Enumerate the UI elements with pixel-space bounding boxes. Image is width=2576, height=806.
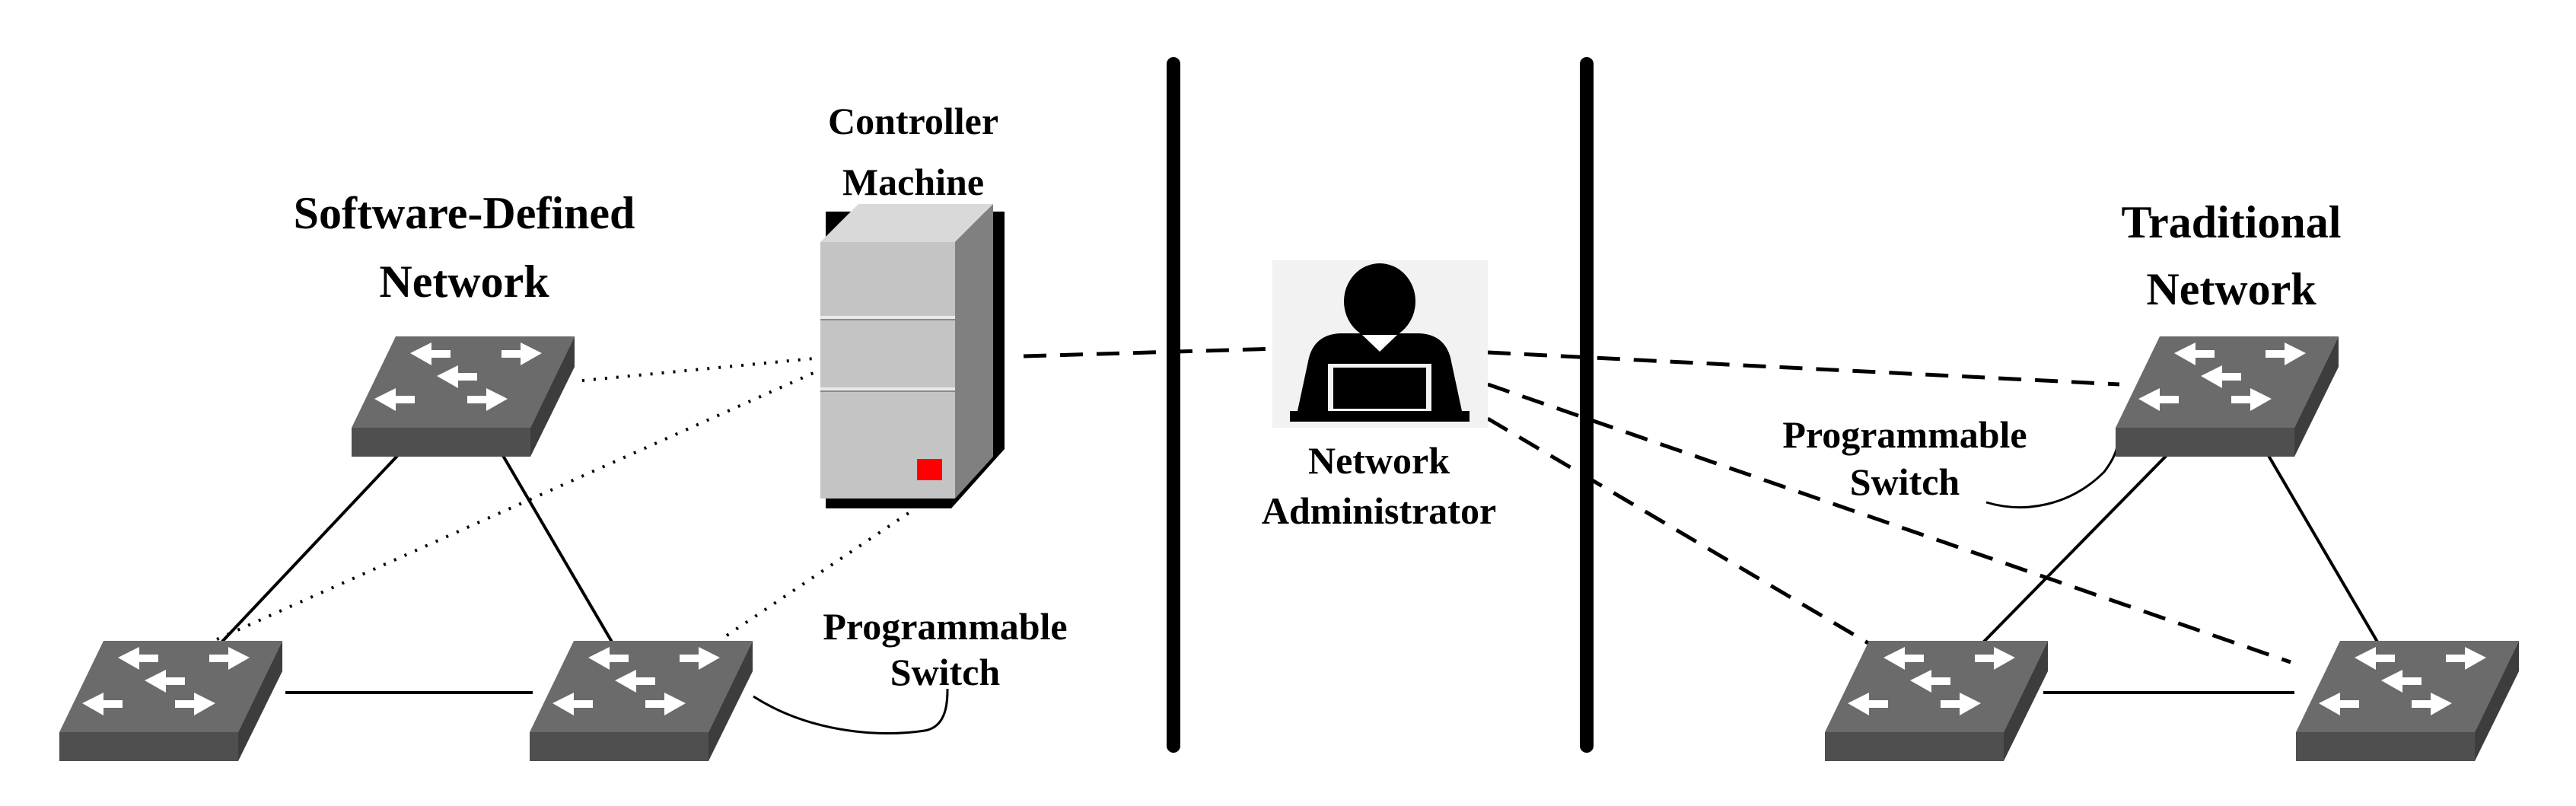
traditional-switch-left <box>1825 641 2048 761</box>
server-tower-icon <box>820 204 1005 508</box>
network-switch-icon <box>352 336 575 457</box>
traditional-title-line2: Network <box>2146 264 2316 314</box>
sdn-switch-top <box>352 336 575 457</box>
sdn-data-links <box>219 440 614 694</box>
sdn-title-line2: Network <box>379 256 549 307</box>
network-switch-icon <box>530 641 753 761</box>
network-switch-icon <box>1825 641 2048 761</box>
sdn-switch-callout <box>753 688 949 735</box>
administrator-icon <box>1272 260 1488 428</box>
network-switch-icon <box>59 641 282 761</box>
traditional-switch-label-line2: Switch <box>1850 460 1960 503</box>
sdn-switch-label-line2: Switch <box>890 651 1001 693</box>
sdn-switch-label-line1: Programmable <box>823 605 1067 648</box>
admin-label-line1: Network <box>1308 439 1450 482</box>
traditional-switch-top <box>2116 336 2339 457</box>
sdn-control-links <box>216 356 915 641</box>
sdn-switch-right <box>530 641 753 761</box>
controller-label-line2: Machine <box>842 161 984 203</box>
admin-label-line2: Administrator <box>1262 489 1496 532</box>
admin-management-links <box>1023 346 2291 664</box>
sdn-title-line1: Software-Defined <box>294 188 635 238</box>
traditional-title-line1: Traditional <box>2122 197 2342 247</box>
sdn-switch-left <box>59 641 282 761</box>
network-switch-icon <box>2296 641 2519 761</box>
network-switch-icon <box>2116 336 2339 457</box>
controller-label-line1: Controller <box>828 100 998 142</box>
traditional-switch-label-line1: Programmable <box>1782 413 2027 456</box>
traditional-switch-right <box>2296 641 2519 761</box>
traditional-data-links <box>1981 440 2380 694</box>
server-power-indicator <box>917 459 942 480</box>
